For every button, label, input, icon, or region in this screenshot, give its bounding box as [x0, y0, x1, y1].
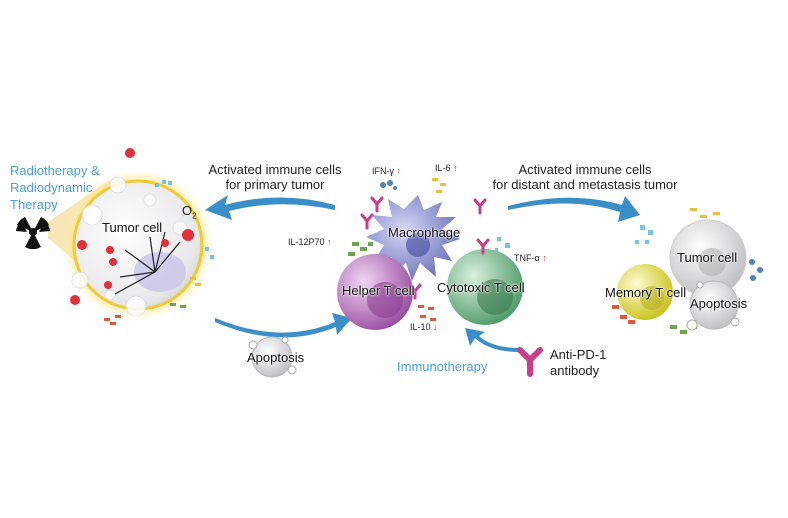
anti-pd1-label: Anti-PD-1 antibody [550, 347, 606, 379]
up-arrow-icon: ↑ [327, 237, 332, 247]
macrophage-cell [366, 195, 460, 281]
cytokine-il-10: IL-10 ↓ [410, 322, 438, 332]
cytokine-name: TNF-α [514, 253, 540, 263]
therapy-line-1: Radiotherapy & [10, 163, 100, 178]
left-tumor-cell [62, 148, 214, 321]
primary-tumor-label: Activated immune cells for primary tumor [195, 162, 355, 192]
cytokine-name: IFN-γ [372, 166, 394, 176]
distant-line-2: for distant and metastasis tumor [492, 177, 678, 192]
flow-arrows [205, 195, 640, 352]
anti-pd1-antibody-icon [517, 347, 543, 377]
antibody-icons [360, 196, 490, 300]
oxygen-symbol: O [182, 203, 193, 218]
radiation-icon [16, 217, 50, 250]
helper-t-cell [337, 254, 413, 330]
up-arrow-icon: ↑ [542, 253, 547, 263]
down-arrow-icon: ↓ [433, 322, 438, 332]
distant-line-1: Activated immune cells [518, 162, 652, 177]
primary-line-1: Activated immune cells [208, 162, 342, 177]
antibody-line-2: antibody [550, 363, 600, 378]
arrow-to-distant [508, 196, 640, 222]
right-apoptosis-cell [686, 280, 740, 331]
immunotherapy-label: Immunotherapy [397, 359, 488, 374]
cytokine-name: IL-12P70 [288, 237, 325, 247]
cytotoxic-t-cell [447, 249, 523, 325]
cytokine-il-6: IL-6 ↑ [435, 163, 458, 173]
memory-t-label: Memory T cell [605, 285, 687, 300]
cytotoxic-t-label: Cytotoxic T cell [437, 280, 525, 295]
left-tumor-label: Tumor cell [102, 220, 163, 235]
memory-t-cell [617, 264, 673, 320]
primary-line-2: for primary tumor [225, 177, 325, 192]
helper-t-label: Helper T cell [342, 283, 415, 298]
arrow-immunotherapy [465, 328, 520, 352]
right-tumor-label: Tumor cell [677, 250, 738, 265]
oxygen-subscript: 2 [192, 211, 197, 221]
cytokine-name: IL-10 [410, 322, 431, 332]
radiotherapy-label: Radiotherapy & Radiodynamic Therapy [10, 162, 100, 213]
cytokine-tnf-alpha: TNF-α ↑ [514, 253, 547, 263]
arrow-to-helper [215, 313, 352, 338]
cytokine-il-12p70: IL-12P70 ↑ [288, 237, 332, 247]
antibody-line-1: Anti-PD-1 [550, 347, 607, 362]
up-arrow-icon: ↑ [396, 166, 402, 176]
cytokine-ifn-gamma: IFN-γ ↑ [372, 166, 401, 176]
arrow-to-primary [205, 195, 335, 220]
apoptosis-left-label: Apoptosis [247, 350, 305, 365]
distant-tumor-label: Activated immune cells for distant and m… [490, 162, 680, 192]
macrophage-label: Macrophage [388, 225, 461, 240]
right-apoptosis-label: Apoptosis [690, 296, 748, 311]
cytokine-name: IL-6 [435, 163, 451, 173]
up-arrow-icon: ↑ [453, 163, 458, 173]
oxygen-label: O2 [182, 203, 197, 221]
apoptosis-cell-left [248, 336, 297, 378]
therapy-line-2: Radiodynamic [10, 180, 93, 195]
therapy-line-3: Therapy [10, 197, 58, 212]
